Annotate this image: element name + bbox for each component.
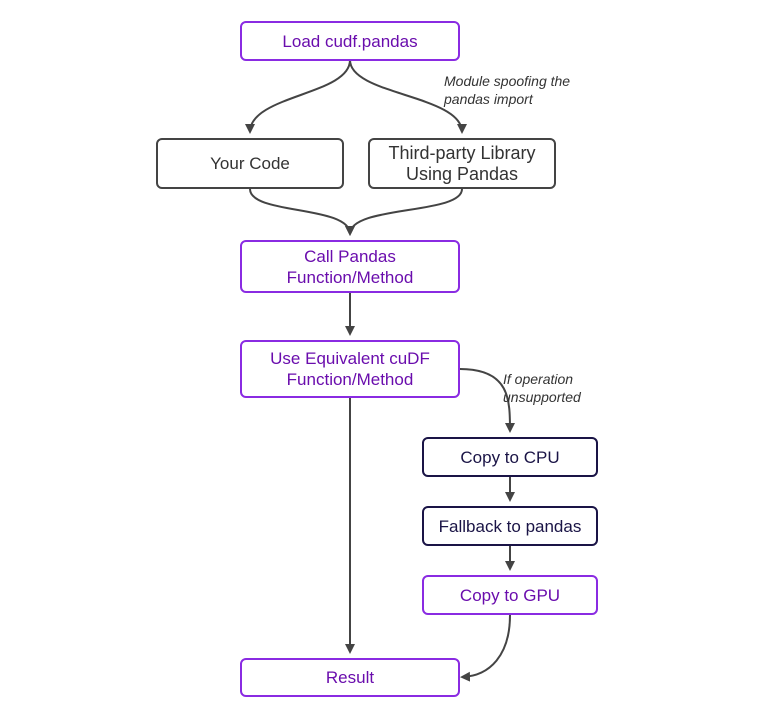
node-fallback-to-pandas: Fallback to pandas — [422, 506, 598, 546]
node-use-cudf: Use Equivalent cuDF Function/Method — [240, 340, 460, 398]
node-label: Your Code — [210, 154, 290, 173]
node-label: Third-party Library Using Pandas — [388, 142, 536, 184]
node-label: Fallback to pandas — [438, 516, 582, 536]
node-label: Copy to CPU — [460, 447, 560, 467]
node-copy-to-cpu: Copy to CPU — [422, 437, 598, 477]
annotation-if-unsupported: If operation unsupported — [503, 371, 581, 405]
edge-load-to-your-code — [245, 59, 351, 134]
edge-load-to-third-party — [349, 59, 467, 134]
node-label: Copy to GPU — [459, 585, 561, 605]
node-label: Load cudf.pandas — [282, 31, 418, 51]
edge-third-party-to-call-pandas — [345, 188, 463, 236]
node-result: Result — [240, 658, 460, 697]
node-call-pandas: Call Pandas Function/Method — [240, 240, 460, 293]
edge-your-code-to-call-pandas — [249, 188, 355, 236]
node-label: Use Equivalent cuDF Function/Method — [270, 349, 430, 389]
edge-copy-gpu-to-result — [460, 614, 511, 682]
edge-use-cudf-to-copy-cpu — [459, 368, 515, 433]
node-third-party-library: Third-party Library Using Pandas — [368, 138, 556, 189]
node-label: Result — [325, 668, 375, 687]
node-your-code: Your Code — [156, 138, 344, 189]
annotation-module-spoofing: Module spoofing the pandas import — [444, 73, 571, 107]
node-load-cudf-pandas: Load cudf.pandas — [240, 21, 460, 61]
node-label: Call Pandas Function/Method — [286, 246, 414, 287]
node-copy-to-gpu: Copy to GPU — [422, 575, 598, 615]
